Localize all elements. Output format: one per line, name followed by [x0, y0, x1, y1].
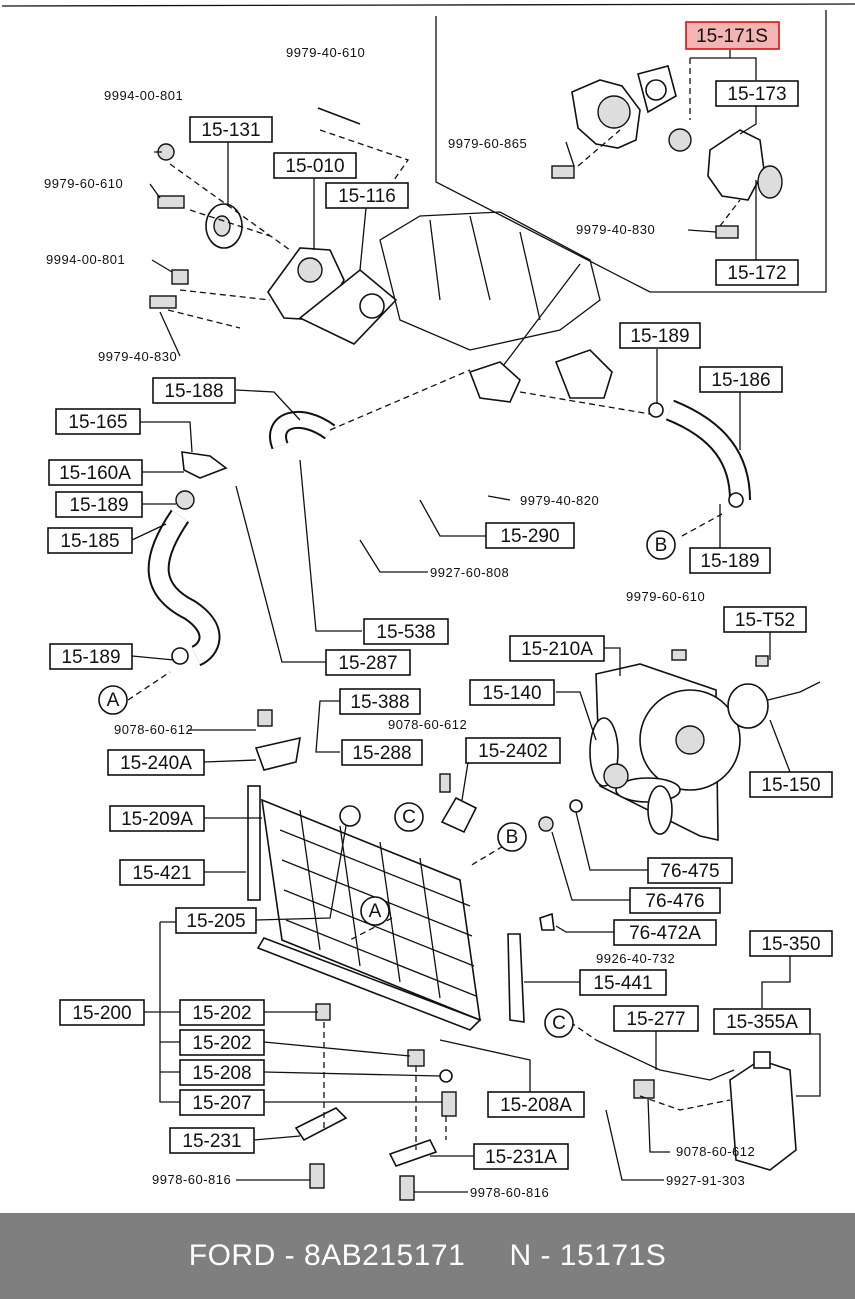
label-15-188: 15-188: [164, 381, 223, 402]
label-15-208a: 15-208A: [500, 1095, 572, 1116]
label-15-277: 15-277: [626, 1009, 685, 1030]
label-15-189-left: 15-189: [69, 495, 128, 516]
leader-lines: [127, 50, 821, 1193]
label-15-538: 15-538: [376, 622, 435, 643]
fastener-9978-60-816-right: 9978-60-816: [470, 1185, 549, 1200]
fastener-9078-60-612-reservoir: 9078-60-612: [676, 1144, 755, 1159]
label-15-2402: 15-2402: [478, 741, 548, 762]
fastener-9979-60-610-fan: 9979-60-610: [626, 589, 705, 604]
label-15-185: 15-185: [60, 531, 119, 552]
label-15-421: 15-421: [132, 863, 191, 884]
hoses: [147, 369, 751, 667]
coolant-reservoir-group: [595, 1039, 797, 1171]
label-15-287: 15-287: [338, 653, 397, 674]
label-15-288: 15-288: [352, 743, 411, 764]
label-15-355a: 15-355A: [726, 1012, 798, 1033]
label-15-388: 15-388: [350, 692, 409, 713]
label-15-116: 15-116: [338, 186, 396, 207]
label-15-205: 15-205: [186, 911, 245, 932]
mount-hardware: [294, 1003, 457, 1201]
label-15-t52: 15-T52: [735, 610, 795, 631]
label-15-171s: 15-171S: [696, 26, 768, 47]
fastener-9078-60-612-mid: 9078-60-612: [388, 717, 467, 732]
label-15-208: 15-208: [192, 1063, 251, 1084]
water-pump-group: [149, 107, 410, 345]
fastener-9979-40-830-thermo: 9979-40-830: [576, 222, 655, 237]
label-15-140: 15-140: [482, 683, 541, 704]
reference-markers: A B C B A C: [98, 530, 676, 1038]
label-15-131: 15-131: [201, 120, 260, 141]
label-15-290: 15-290: [500, 526, 559, 547]
footer-brand: FORD: [188, 1239, 276, 1272]
fastener-9978-60-816-left: 9978-60-816: [152, 1172, 231, 1187]
thermostat-housing-group: [551, 58, 783, 239]
fastener-9979-40-610: 9979-40-610: [286, 45, 365, 60]
part-labels: 15-171S 15-173 15-172 15-131 15-010 15-1…: [47, 21, 833, 1170]
ref-c-reservoir: C: [552, 1013, 566, 1034]
fan-shroud-group: [589, 649, 821, 842]
label-15-231: 15-231: [182, 1131, 241, 1152]
label-15-207: 15-207: [192, 1093, 251, 1114]
engine-outline: [379, 211, 613, 403]
label-76-472a: 76-472A: [629, 923, 701, 944]
ref-a-bottom: A: [107, 690, 120, 711]
radiator-group: [247, 709, 583, 1031]
highlighted-label-box: [685, 21, 780, 50]
fastener-labels: 9979-40-610 9994-00-801 9979-60-865 9979…: [44, 45, 755, 1200]
ref-b-top: B: [655, 535, 668, 556]
fastener-9979-40-820: 9979-40-820: [520, 493, 599, 508]
ref-c-radiator: C: [402, 807, 416, 828]
label-15-209a: 15-209A: [121, 809, 193, 830]
footer-part-number: 8AB215171: [303, 1239, 466, 1272]
label-15-010: 15-010: [285, 156, 344, 177]
label-15-189-right: 15-189: [700, 551, 759, 572]
footer-separator-2: -: [540, 1239, 551, 1272]
fastener-9994-00-801-mid: 9994-00-801: [46, 252, 125, 267]
label-15-189-upper: 15-189: [630, 326, 689, 347]
fastener-9927-91-303: 9927-91-303: [666, 1173, 745, 1188]
fastener-9926-40-732: 9926-40-732: [596, 951, 675, 966]
label-15-165: 15-165: [68, 412, 127, 433]
label-76-475: 76-475: [660, 861, 719, 882]
parts-diagram: A B C B A C 15-171S 15-173 15-172 15-131…: [1, 3, 855, 1201]
fastener-9927-60-808: 9927-60-808: [430, 565, 509, 580]
label-15-202-lower: 15-202: [192, 1033, 251, 1054]
footer-n-number: 15171S: [559, 1239, 667, 1272]
label-15-231a: 15-231A: [485, 1147, 557, 1168]
ref-a-radiator: A: [369, 901, 382, 922]
part-number-footer: FORD - 8AB215171 N - 15171S: [0, 1213, 855, 1299]
fastener-9979-60-865: 9979-60-865: [448, 136, 527, 151]
label-15-240a: 15-240A: [120, 753, 192, 774]
label-15-441: 15-441: [593, 973, 652, 994]
footer-n-prefix: N: [509, 1239, 532, 1272]
label-15-350: 15-350: [761, 934, 820, 955]
fastener-9078-60-612-left: 9078-60-612: [114, 722, 193, 737]
fastener-9994-00-801-top: 9994-00-801: [104, 88, 183, 103]
label-15-186: 15-186: [711, 370, 770, 391]
footer-separator: -: [284, 1239, 296, 1272]
label-15-172: 15-172: [727, 263, 786, 284]
label-15-150: 15-150: [761, 775, 820, 796]
label-15-173: 15-173: [727, 84, 786, 105]
fastener-9979-40-830-pump: 9979-40-830: [98, 349, 177, 364]
label-15-210a: 15-210A: [521, 639, 593, 660]
label-15-202-upper: 15-202: [192, 1003, 251, 1024]
ref-b-radiator: B: [506, 827, 519, 848]
label-76-476: 76-476: [645, 891, 704, 912]
label-15-160a: 15-160A: [59, 463, 131, 484]
label-15-200: 15-200: [72, 1003, 131, 1024]
fastener-9979-60-610-left: 9979-60-610: [44, 176, 123, 191]
label-15-189-lower: 15-189: [61, 647, 120, 668]
